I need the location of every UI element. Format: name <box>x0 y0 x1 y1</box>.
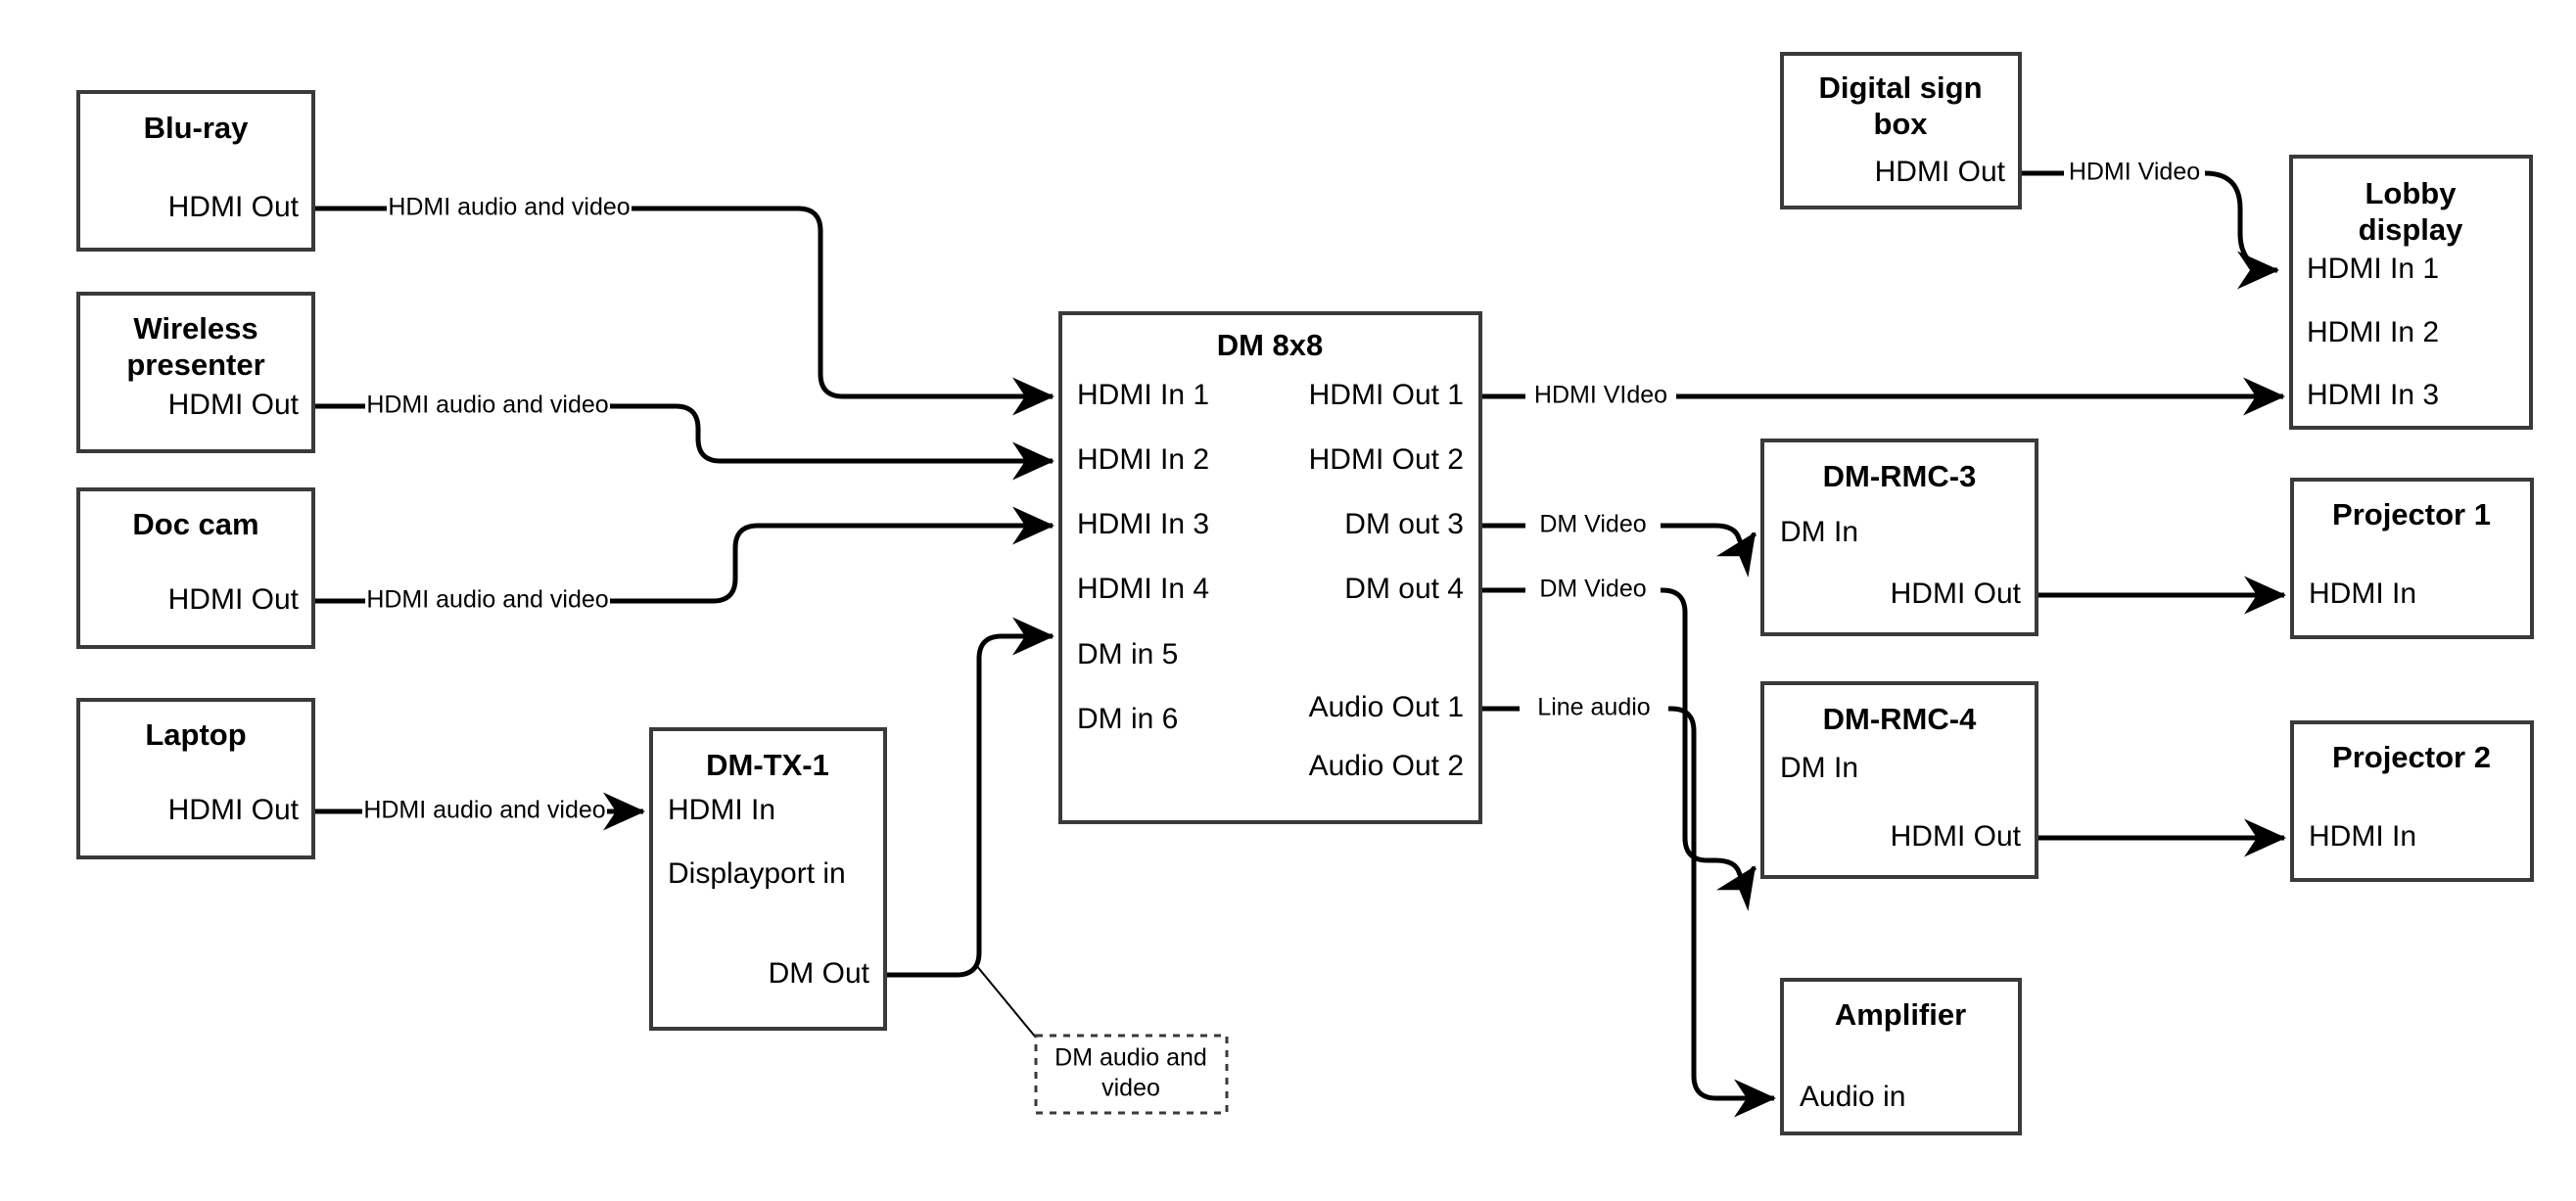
node-dm-8x8-port-hdmi-in-3: HDMI In 3 <box>1077 508 1209 540</box>
edge-label-dm8x8-hdmiout1-to-lobby: HDMI VIdeo <box>1534 382 1667 409</box>
node-dm-rmc-3-box[interactable] <box>1760 439 2038 636</box>
node-dm-rmc-3-title: DM-RMC-3 <box>1823 459 1977 493</box>
link-dm8x8-dmout4-to-rmc4 <box>1480 587 1755 877</box>
edge-label-digitalsign-to-lobby: HDMI Video <box>2069 159 2200 186</box>
edge-label-bluray-to-dm8x8: HDMI audio and video <box>388 194 630 221</box>
node-dm-8x8-port-hdmi-in-1: HDMI In 1 <box>1077 379 1209 411</box>
node-dm-rmc-3[interactable]: DM-RMC-3 DM In HDMI Out <box>1760 439 2038 636</box>
node-digital-sign-box-box[interactable] <box>1780 52 2022 209</box>
link-dm8x8-audioout1-to-amplifier <box>1480 706 1774 1098</box>
node-bluray-port-hdmi-out: HDMI Out <box>168 191 300 223</box>
node-dm-8x8-port-hdmi-out-1: HDMI Out 1 <box>1309 379 1464 411</box>
link-bluray-to-dm8x8 <box>313 206 1053 396</box>
node-doc-cam-title: Doc cam <box>132 507 258 541</box>
node-lobby-display[interactable]: Lobby display HDMI In 1 HDMI In 2 HDMI I… <box>2289 155 2533 430</box>
node-dm-rmc-4-box[interactable] <box>1760 681 2038 879</box>
node-dm-rmc-3-port-dm-in: DM In <box>1780 516 1858 548</box>
edge-label-dm8x8-dmout3-to-rmc3: DM Video <box>1539 511 1646 538</box>
node-projector-1-title: Projector 1 <box>2332 497 2491 531</box>
node-dm-rmc-3-port-hdmi-out: HDMI Out <box>1891 577 2022 610</box>
node-amplifier-box[interactable] <box>1780 978 2022 1135</box>
leader-dm-audio-video-note <box>975 964 1037 1039</box>
node-wireless-presenter-box[interactable] <box>76 292 315 453</box>
node-projector-1-port-hdmi-in: HDMI In <box>2309 577 2416 610</box>
node-dm-tx-1-title: DM-TX-1 <box>706 748 829 782</box>
node-dm-8x8-port-hdmi-out-2: HDMI Out 2 <box>1309 443 1464 476</box>
node-projector-1[interactable]: Projector 1 HDMI In <box>2290 478 2534 639</box>
node-amplifier-title: Amplifier <box>1835 997 1966 1032</box>
node-lobby-display-title-line1: Lobby <box>2365 176 2458 210</box>
node-laptop-title: Laptop <box>145 717 246 752</box>
node-dm-8x8-port-dm-in-6: DM in 6 <box>1077 703 1178 735</box>
node-dm-tx-1[interactable]: DM-TX-1 HDMI In Displayport in DM Out <box>649 727 887 1031</box>
edge-label-dm8x8-dmout4-to-rmc4: DM Video <box>1539 576 1646 603</box>
node-dm-8x8-title: DM 8x8 <box>1217 328 1324 362</box>
link-wireless-to-dm8x8 <box>313 403 1053 461</box>
node-dm-8x8-box[interactable] <box>1058 311 1482 824</box>
node-dm-8x8-port-audio-out-1: Audio Out 1 <box>1309 691 1464 723</box>
node-projector-2[interactable]: Projector 2 HDMI In <box>2290 720 2534 882</box>
node-amplifier-port-audio-in: Audio in <box>1800 1081 1905 1113</box>
node-lobby-display-port-hdmi-in-3: HDMI In 3 <box>2307 379 2439 411</box>
node-laptop-port-hdmi-out: HDMI Out <box>168 794 300 826</box>
node-dm-rmc-4-title: DM-RMC-4 <box>1823 702 1977 736</box>
edge-label-laptop-to-dmtx1: HDMI audio and video <box>363 797 605 824</box>
node-doc-cam-port-hdmi-out: HDMI Out <box>168 583 300 616</box>
node-dm-rmc-4-port-dm-in: DM In <box>1780 752 1858 784</box>
node-digital-sign-box-port-hdmi-out: HDMI Out <box>1875 156 2006 188</box>
node-wireless-presenter-title-line2: presenter <box>126 347 264 382</box>
node-bluray-box[interactable] <box>76 90 315 252</box>
note-dm-audio-and-video-box <box>1034 1034 1229 1115</box>
node-lobby-display-box[interactable] <box>2289 155 2533 430</box>
link-dm8x8-dmout3-to-rmc3 <box>1480 526 1755 543</box>
link-digitalsign-to-lobby <box>2020 170 2277 270</box>
node-digital-sign-box[interactable]: Digital sign box HDMI Out <box>1780 52 2022 209</box>
node-lobby-display-title-line2: display <box>2359 212 2464 247</box>
node-dm-rmc-4[interactable]: DM-RMC-4 DM In HDMI Out <box>1760 681 2038 879</box>
node-dm-tx-1-box[interactable] <box>649 727 887 1031</box>
edge-labels: HDMI audio and video HDMI audio and vide… <box>363 159 2200 824</box>
note-dm-audio-and-video: DM audio and video <box>1034 1034 1229 1115</box>
edge-label-doccam-to-dm8x8: HDMI audio and video <box>366 586 608 614</box>
node-dm-8x8-port-hdmi-in-4: HDMI In 4 <box>1077 573 1209 605</box>
link-doccam-to-dm8x8 <box>313 526 1053 604</box>
node-projector-2-title: Projector 2 <box>2332 740 2491 774</box>
node-laptop[interactable]: Laptop HDMI Out <box>76 698 315 859</box>
node-dm-tx-1-port-displayport-in: Displayport in <box>668 857 846 890</box>
node-laptop-box[interactable] <box>76 698 315 859</box>
node-lobby-display-port-hdmi-in-1: HDMI In 1 <box>2307 253 2439 285</box>
edge-label-dm8x8-audioout1-to-amplifier: Line audio <box>1537 694 1650 721</box>
node-projector-1-box[interactable] <box>2290 478 2534 639</box>
note-dm-audio-and-video-line1: DM audio and <box>1054 1044 1207 1072</box>
node-bluray-title: Blu-ray <box>144 111 250 145</box>
edge-label-wireless-to-dm8x8: HDMI audio and video <box>366 392 608 419</box>
node-doc-cam-box[interactable] <box>76 487 315 649</box>
node-dm-tx-1-port-dm-out: DM Out <box>769 957 870 990</box>
node-digital-sign-box-title-line2: box <box>1873 107 1928 141</box>
node-amplifier[interactable]: Amplifier Audio in <box>1780 978 2022 1135</box>
node-dm-rmc-4-port-hdmi-out: HDMI Out <box>1891 820 2022 853</box>
node-dm-8x8-port-audio-out-2: Audio Out 2 <box>1309 750 1464 782</box>
node-digital-sign-box-title-line1: Digital sign <box>1818 70 1982 105</box>
node-dm-8x8-port-hdmi-in-2: HDMI In 2 <box>1077 443 1209 476</box>
node-bluray[interactable]: Blu-ray HDMI Out <box>76 90 315 252</box>
node-dm-8x8[interactable]: DM 8x8 HDMI In 1 HDMI In 2 HDMI In 3 HDM… <box>1058 311 1482 824</box>
node-dm-tx-1-port-hdmi-in: HDMI In <box>668 794 775 826</box>
node-wireless-presenter-title-line1: Wireless <box>133 311 258 346</box>
link-dmtx1-to-dm8x8 <box>885 617 1055 978</box>
note-dm-audio-and-video-line2: video <box>1101 1075 1160 1102</box>
node-dm-8x8-port-dm-in-5: DM in 5 <box>1077 638 1178 670</box>
node-projector-2-port-hdmi-in: HDMI In <box>2309 820 2416 853</box>
node-doc-cam[interactable]: Doc cam HDMI Out <box>76 487 315 649</box>
node-dm-8x8-port-dm-out-3: DM out 3 <box>1344 508 1464 540</box>
node-wireless-presenter-port-hdmi-out: HDMI Out <box>168 389 300 421</box>
node-lobby-display-port-hdmi-in-2: HDMI In 2 <box>2307 316 2439 348</box>
node-projector-2-box[interactable] <box>2290 720 2534 882</box>
node-wireless-presenter[interactable]: Wireless presenter HDMI Out <box>76 292 315 453</box>
node-dm-8x8-port-dm-out-4: DM out 4 <box>1344 573 1464 605</box>
